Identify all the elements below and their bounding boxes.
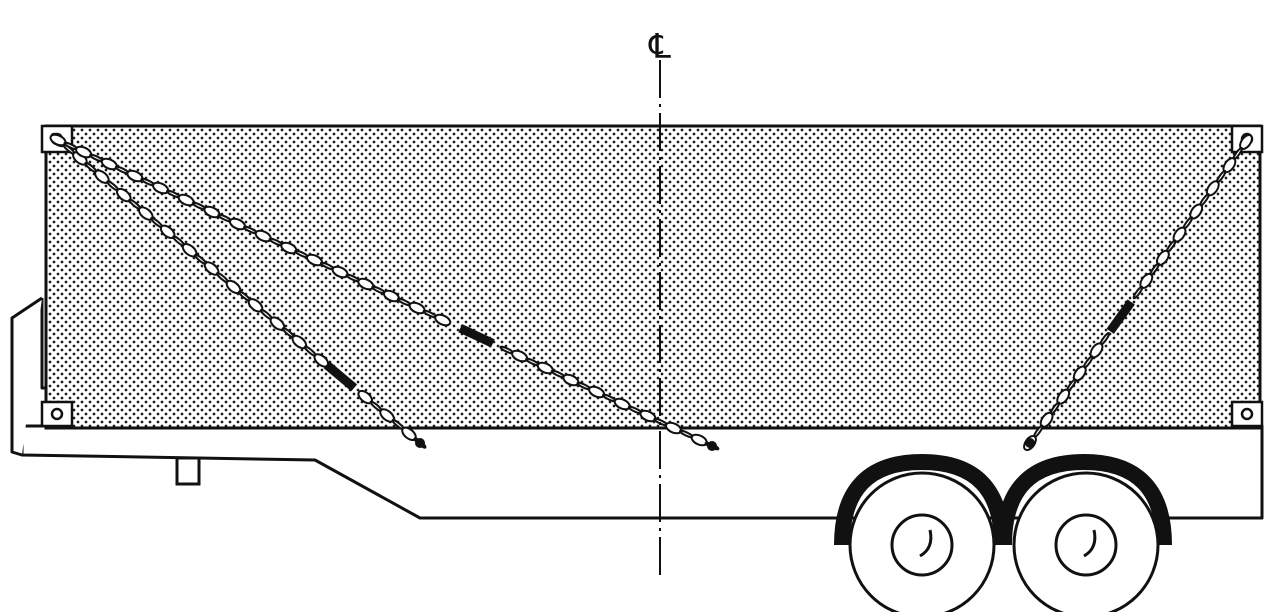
corner-casting-bottom-left xyxy=(40,400,74,428)
tie-down-chains xyxy=(49,132,1253,452)
corner-casting-bottom-right xyxy=(1230,400,1264,428)
chain-hook xyxy=(415,438,425,448)
chain-front-long xyxy=(49,133,720,451)
fender-rear xyxy=(996,453,1172,546)
chain-front-short xyxy=(50,132,427,449)
centerline-label: ℄ xyxy=(648,27,671,67)
chain-link xyxy=(434,313,452,327)
chain-rear xyxy=(1023,133,1253,452)
landing-gear xyxy=(175,456,201,486)
container-box xyxy=(44,124,1262,430)
fender-front xyxy=(834,453,1010,546)
wheel-rear xyxy=(1012,471,1160,612)
chain-binder xyxy=(1106,299,1135,334)
chain-hook xyxy=(707,441,717,451)
chain-link xyxy=(1132,285,1144,300)
gooseneck-front xyxy=(10,296,43,457)
wheel-front xyxy=(848,471,996,612)
chain-binder xyxy=(458,324,495,348)
chain-binder xyxy=(323,361,358,392)
chain-hook xyxy=(1025,438,1035,448)
